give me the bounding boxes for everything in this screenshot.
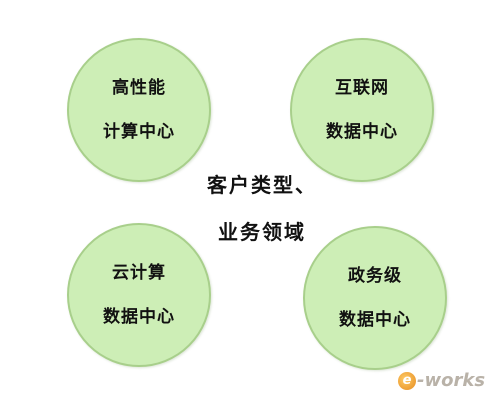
circle-label-line2: 数据中心 — [339, 309, 411, 330]
circle-label-line1: 高性能 — [112, 77, 166, 98]
eworks-watermark-text: -works — [417, 370, 486, 391]
eworks-watermark-logo: e -works — [398, 370, 485, 391]
circle-label-line2: 数据中心 — [103, 306, 175, 327]
circle-label-line2: 计算中心 — [103, 121, 175, 142]
circle-cloud-computing-data-center: 云计算 数据中心 — [67, 223, 211, 367]
eworks-e-icon: e — [398, 371, 416, 390]
center-title-line1: 客户类型、 — [207, 173, 317, 197]
circle-label-line1: 政务级 — [348, 265, 402, 286]
circle-label-line1: 云计算 — [112, 262, 166, 283]
circle-government-data-center: 政务级 数据中心 — [303, 226, 447, 370]
circle-internet-data-center: 互联网 数据中心 — [290, 38, 434, 182]
center-title-line2: 业务领域 — [218, 220, 306, 244]
circle-high-performance-computing: 高性能 计算中心 — [67, 38, 211, 182]
circle-label-line2: 数据中心 — [326, 121, 398, 142]
circle-label-line1: 互联网 — [335, 77, 389, 98]
